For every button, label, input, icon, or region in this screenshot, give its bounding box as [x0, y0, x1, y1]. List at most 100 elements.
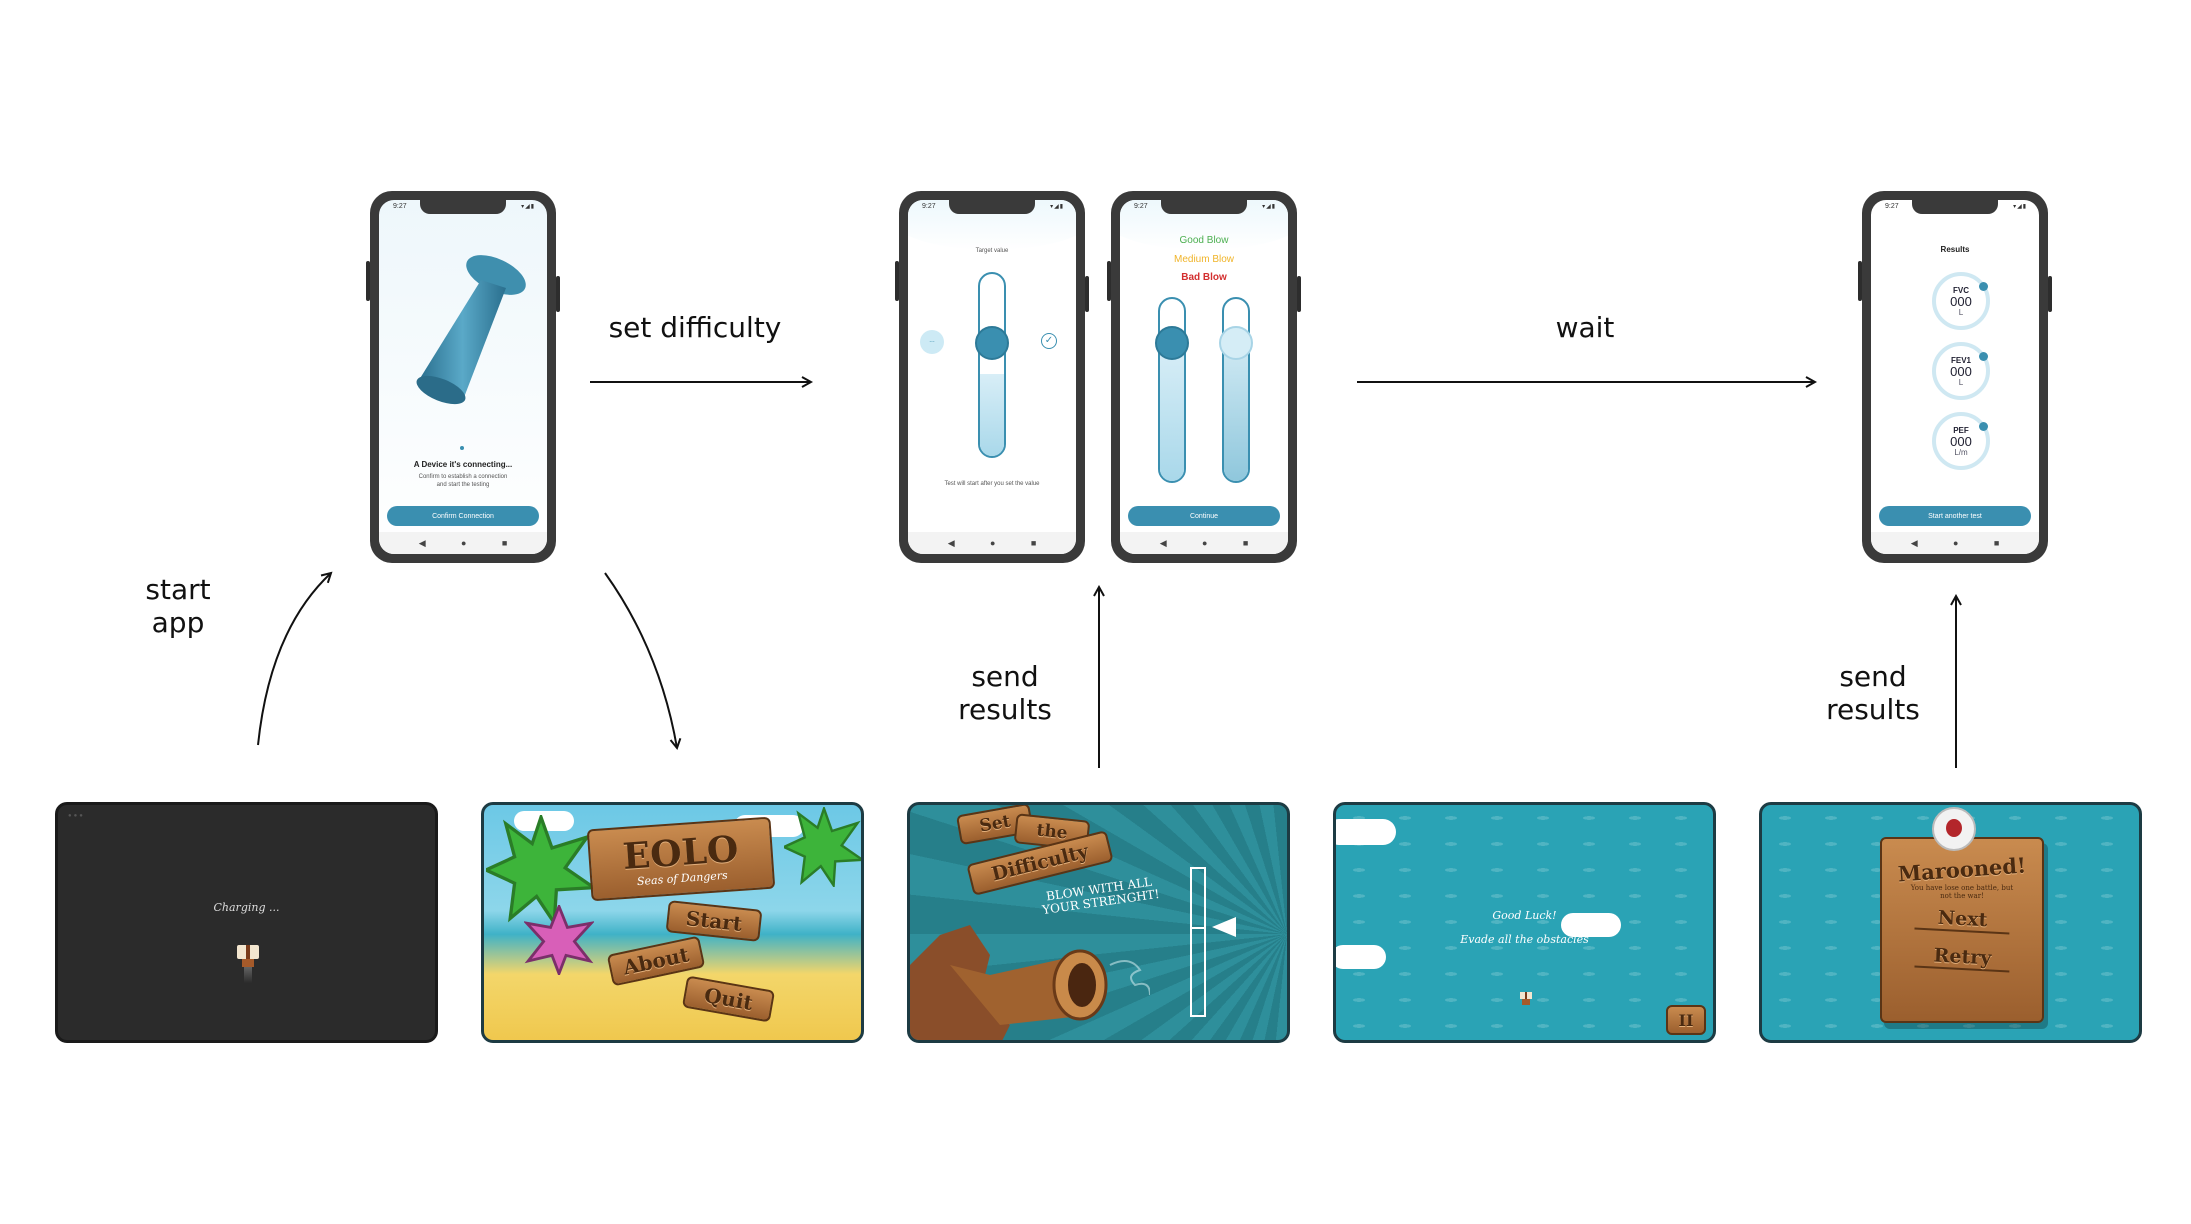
game-loading-screen: ●●● Charging ... — [55, 802, 438, 1043]
back-icon[interactable]: ◀ — [418, 537, 426, 548]
game-play-screen: Good Luck! Evade all the obstacles II — [1333, 802, 1716, 1043]
home-icon[interactable]: ● — [990, 538, 996, 548]
target-value-bubble: --- — [920, 330, 944, 354]
label-wait: wait — [1555, 311, 1615, 344]
arrow-start-app — [257, 573, 331, 746]
meter-pointer-icon — [1212, 917, 1236, 937]
blow-slider-1-fill — [1160, 344, 1184, 481]
target-slider-fill — [980, 374, 1004, 456]
target-footer: Test will start after you set the value — [944, 481, 1040, 487]
back-icon[interactable]: ◀ — [1910, 537, 1918, 548]
home-icon[interactable]: ● — [1202, 538, 1208, 548]
game-main-menu: EOLO Seas of Dangers Start About Quit — [481, 802, 864, 1043]
blow-slider-2-fill — [1224, 344, 1248, 481]
wind-spirit-horn-icon — [910, 925, 1150, 1040]
blow-slider-2-knob — [1219, 326, 1253, 360]
marooned-body: You have lose one battle, but not the wa… — [1910, 884, 2014, 900]
status-time: 9:27 — [393, 203, 407, 210]
bad-blow-label: Bad Blow — [1181, 272, 1227, 283]
status-time: 9:27 — [1885, 203, 1899, 210]
phone-blow-screen: 9:27 ▾◢▮ Good Blow Medium Blow Bad Blow … — [1120, 200, 1288, 554]
android-navbar: ◀ ● ■ — [1120, 532, 1288, 554]
phone-results-screen: 9:27 ▾◢▮ Results FVC 000 L FEV1 000 L PE… — [1871, 200, 2039, 554]
label-set-difficulty: set difficulty — [608, 311, 782, 344]
android-navbar: ◀ ● ■ — [908, 532, 1076, 554]
connect-body: Confirm to establish a connection and st… — [418, 474, 508, 488]
ring-indicator — [1979, 352, 1988, 361]
android-navbar: ◀ ● ■ — [1871, 532, 2039, 554]
target-slider-knob[interactable] — [975, 326, 1009, 360]
recents-icon[interactable]: ■ — [1993, 538, 2000, 548]
home-icon[interactable]: ● — [461, 538, 467, 548]
status-icons: ▾◢▮ — [2013, 204, 2027, 210]
target-label: Target value — [975, 248, 1009, 254]
game-over-board: Marooned! You have lose one battle, but … — [1880, 837, 2044, 1023]
medium-blow-label: Medium Blow — [1173, 254, 1235, 265]
ship-icon — [237, 945, 259, 983]
back-icon[interactable]: ◀ — [947, 537, 955, 548]
back-icon[interactable]: ◀ — [1159, 537, 1167, 548]
ring-indicator — [1979, 282, 1988, 291]
spirometer-device-icon — [416, 255, 526, 405]
blow-slider-1-knob — [1155, 326, 1189, 360]
status-time: 9:27 — [1134, 203, 1148, 210]
target-slider-track[interactable] — [978, 272, 1006, 458]
blow-meter-marker — [1190, 927, 1206, 929]
recents-icon[interactable]: ■ — [1030, 538, 1037, 548]
result-ring-fev1: FEV1 000 L — [1932, 342, 1990, 400]
recents-icon[interactable]: ■ — [501, 538, 508, 548]
loading-text: Charging ... — [213, 901, 280, 914]
volleyball-face — [1946, 819, 1962, 837]
phone-blow: 9:27 ▾◢▮ Good Blow Medium Blow Bad Blow … — [1107, 191, 1301, 563]
status-icons: ▾◢▮ — [1262, 204, 1276, 210]
quit-button[interactable]: Quit — [681, 975, 776, 1023]
cloud — [1336, 945, 1386, 969]
game-over-screen: Marooned! You have lose one battle, but … — [1759, 802, 2142, 1043]
check-icon[interactable]: ✓ — [1041, 333, 1057, 349]
phone-results: 9:27 ▾◢▮ Results FVC 000 L FEV1 000 L PE… — [1858, 191, 2052, 563]
arrow-to-menu — [604, 572, 677, 748]
blow-slider-1 — [1158, 297, 1186, 483]
phone-target-screen: 9:27 ▾◢▮ Target value --- ✓ Test will st… — [908, 200, 1076, 554]
android-navbar: ◀ ● ■ — [379, 532, 547, 554]
connect-title: A Device it's connecting... — [413, 460, 513, 469]
game-difficulty-screen: Set the Difficulty BLOW WITH ALL YOUR ST… — [907, 802, 1290, 1043]
confirm-connection-button[interactable]: Confirm Connection — [387, 506, 539, 526]
pause-button[interactable]: II — [1666, 1005, 1706, 1035]
cloud — [1561, 913, 1621, 937]
phone-target: 9:27 ▾◢▮ Target value --- ✓ Test will st… — [895, 191, 1089, 563]
good-luck-text: Good Luck! — [1492, 909, 1557, 922]
star-burst-green-icon — [784, 807, 861, 887]
phone-connect: 9:27 ▾◢▮ A Device it's connecting... Con… — [366, 191, 560, 563]
next-button[interactable]: Next — [1913, 905, 2011, 935]
start-button[interactable]: Start — [665, 900, 763, 942]
progress-dot — [460, 446, 464, 450]
player-ship-icon — [1520, 992, 1532, 1005]
label-start-app: start app — [145, 573, 211, 639]
retry-button[interactable]: Retry — [1913, 943, 2011, 973]
volleyball-icon — [1932, 807, 1976, 851]
window-dots: ●●● — [68, 813, 85, 819]
continue-button[interactable]: Continue — [1128, 506, 1280, 526]
phone-connect-screen: 9:27 ▾◢▮ A Device it's connecting... Con… — [379, 200, 547, 554]
start-another-test-button[interactable]: Start another test — [1879, 506, 2031, 526]
recents-icon[interactable]: ■ — [1242, 538, 1249, 548]
game-title-sign: EOLO Seas of Dangers — [586, 816, 776, 902]
blow-meter — [1190, 867, 1206, 1017]
phone-notch — [1912, 200, 1998, 214]
result-ring-fvc: FVC 000 L — [1932, 272, 1990, 330]
label-send-results-1: send results — [958, 660, 1052, 726]
ring-indicator — [1979, 422, 1988, 431]
label-send-results-2: send results — [1826, 660, 1920, 726]
phone-notch — [1161, 200, 1247, 214]
star-burst-green-icon — [486, 815, 596, 925]
phone-notch — [420, 200, 506, 214]
evade-text: Evade all the obstacles — [1460, 933, 1589, 946]
home-icon[interactable]: ● — [1953, 538, 1959, 548]
results-title: Results — [1940, 245, 1970, 254]
star-burst-pink-icon — [524, 905, 594, 975]
good-blow-label: Good Blow — [1179, 235, 1229, 246]
blow-slider-2 — [1222, 297, 1250, 483]
cloud — [1336, 819, 1396, 845]
